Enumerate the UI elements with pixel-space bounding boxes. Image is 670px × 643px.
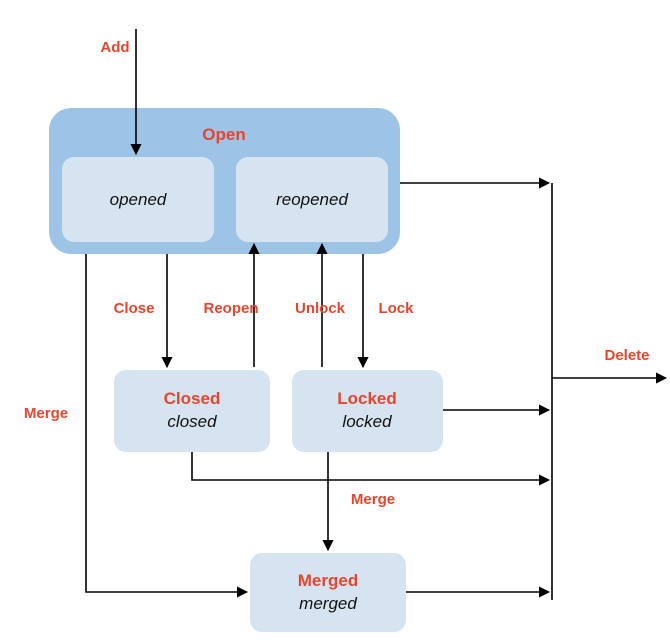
state-merged-box[interactable] <box>250 553 406 632</box>
group-open-label: Open <box>202 125 245 144</box>
state-opened-box[interactable] <box>62 157 214 242</box>
state-closed-title: Closed <box>164 389 221 408</box>
edge-label-merge-center: Merge <box>351 491 395 508</box>
edge-label-close: Close <box>114 300 155 317</box>
state-locked-sub: locked <box>342 412 392 431</box>
state-merged-title: Merged <box>298 571 358 590</box>
edge-label-add: Add <box>100 39 129 56</box>
state-locked-box[interactable] <box>292 370 443 452</box>
state-closed-sub: closed <box>167 412 217 431</box>
edge-label-merge-left: Merge <box>24 405 68 422</box>
edge-label-lock: Lock <box>378 300 414 317</box>
edge-merge-center-line <box>191 452 551 486</box>
state-locked-title: Locked <box>337 389 397 408</box>
edge-label-delete: Delete <box>604 347 649 364</box>
state-reopened-box[interactable] <box>236 157 388 242</box>
state-opened-label: opened <box>110 190 167 209</box>
state-closed-box[interactable] <box>114 370 270 452</box>
state-merged-sub: merged <box>299 594 357 613</box>
edge-label-unlock: Unlock <box>295 300 346 317</box>
state-reopened-label: reopened <box>276 190 348 209</box>
edge-merge-left-line <box>85 254 249 598</box>
edge-label-reopen: Reopen <box>203 300 258 317</box>
